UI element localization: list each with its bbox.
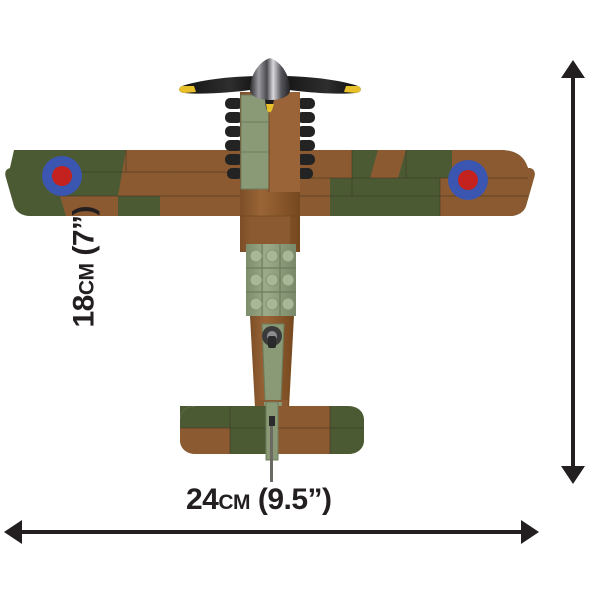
roundel-right [448,160,488,200]
width-arrow-left-icon [4,520,22,544]
width-dimension-line [17,530,525,534]
height-arrow-up-icon [561,60,585,78]
exhaust-stacks-right [297,98,315,179]
height-dimension-line [571,74,575,470]
roundel-left [42,156,82,196]
height-arrow-down-icon [561,466,585,484]
fuselage-detail-part [262,326,282,348]
aircraft-model-image [5,58,535,482]
width-dimension-label: 24cm (9.5”) [186,483,332,516]
exhaust-stacks-left [225,98,243,179]
height-dimension-label: 18cm (7”) [68,206,101,328]
propeller-assembly [179,58,361,113]
wings-group [5,150,535,216]
cockpit-canopy [246,244,296,316]
tail-antenna-rod [269,416,275,482]
width-arrow-right-icon [521,520,539,544]
fuselage-mid [240,192,300,252]
